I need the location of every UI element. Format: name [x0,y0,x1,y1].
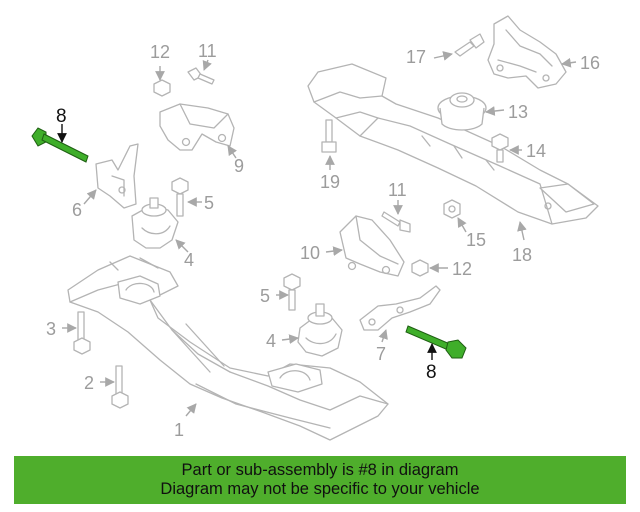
bracket-10 [339,215,405,277]
bracket-16 [487,15,567,89]
callout-3: 3 [46,319,56,339]
callout-13: 13 [508,102,528,122]
info-banner: Part or sub-assembly is #8 in diagram Di… [14,456,626,504]
callout-9: 9 [234,156,244,176]
nut-12-left [153,79,171,97]
bolt-5-upper [171,177,189,217]
bolt-5-lower [283,273,301,311]
callout-2: 2 [84,373,94,393]
bolt-19 [321,119,337,153]
highlight-leaders [57,124,437,360]
mount-4-upper [131,197,179,249]
leader-lines [62,51,577,417]
nut-12-right [411,259,429,277]
callout-4-lower: 4 [266,331,276,351]
bolt-11-left [187,67,215,85]
callout-10: 10 [300,243,320,263]
callout-8-left: 8 [56,106,67,127]
callout-17: 17 [406,47,426,67]
bolt-2 [111,365,129,409]
banner-line-2: Diagram may not be specific to your vehi… [160,480,480,498]
callout-14: 14 [526,141,546,161]
callout-5-lower: 5 [260,286,270,306]
bolt-8-highlighted-right [405,325,467,359]
callout-8-right: 8 [426,362,437,383]
bolt-14 [491,133,509,163]
callout-5-upper: 5 [204,193,214,213]
bolt-17 [454,33,485,57]
callout-16: 16 [580,53,600,73]
bracket-6 [95,143,139,209]
crossmember-upper [307,63,599,225]
banner-line-1: Part or sub-assembly is #8 in diagram [181,461,459,479]
callout-1: 1 [174,420,184,440]
nut-15 [443,199,461,219]
callout-19: 19 [320,172,340,192]
callout-4-upper: 4 [184,250,194,270]
callout-18: 18 [512,245,532,265]
callout-15: 15 [466,230,486,250]
bolt-3 [73,311,91,355]
bolt-8-highlighted-left [31,127,89,163]
mount-4-lower [297,303,343,357]
callout-11-left: 11 [198,41,217,61]
bolt-11-right [381,211,411,233]
callout-labels: 1 2 3 4 4 5 5 6 7 9 10 11 11 12 12 13 14… [46,41,600,440]
bracket-9 [159,103,235,151]
bracket-7 [359,285,441,331]
callout-12-left: 12 [150,42,170,62]
callout-6: 6 [72,200,82,220]
callout-7: 7 [376,344,386,364]
callout-11-right: 11 [388,180,407,200]
mount-13 [437,92,487,131]
callout-12-right: 12 [452,259,472,279]
crossmember-lower [67,255,389,441]
